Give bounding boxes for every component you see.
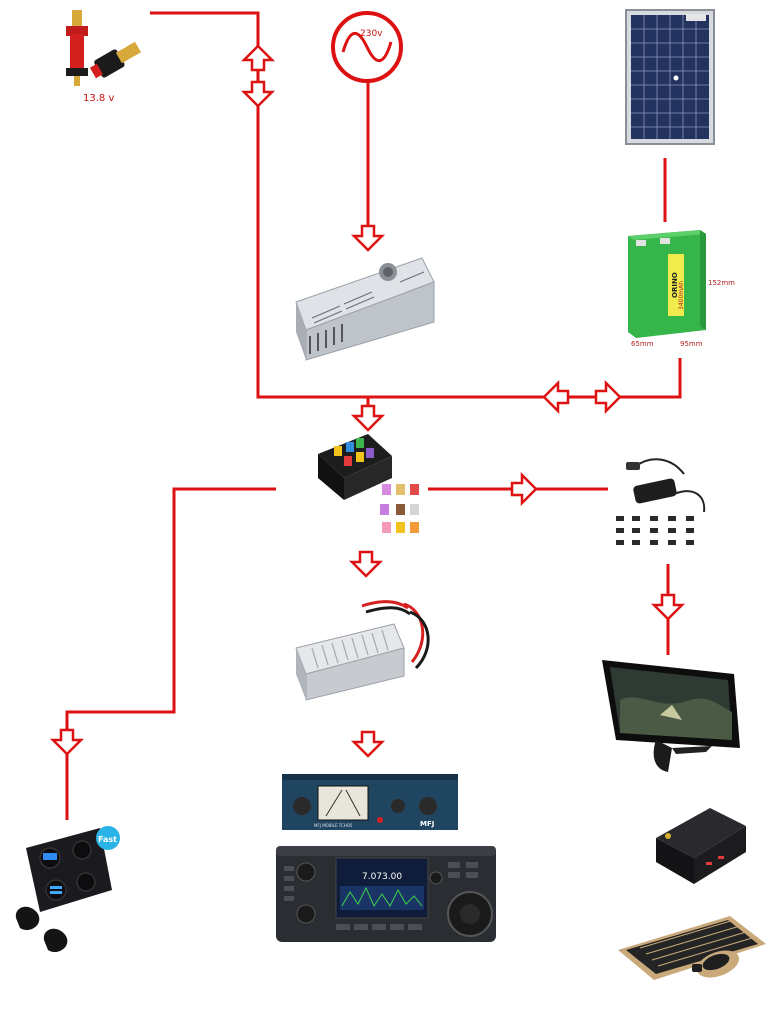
binding-post-terminals: 13.8 v — [66, 10, 141, 104]
arrows — [49, 44, 686, 758]
usb-socket-panel: Fast — [15, 826, 120, 953]
arrow-down-icon — [348, 550, 384, 578]
dc-dc-converter — [295, 600, 430, 701]
wires — [65, 11, 682, 820]
keyboard-and-mouse — [618, 916, 766, 980]
battery-brand-label: ORINO — [671, 272, 679, 298]
car-laptop-adapter — [616, 458, 706, 545]
tuner-name-label: MFJ MOBILE TCHO5 — [314, 823, 353, 828]
battery-width-label: 95mm — [680, 340, 703, 348]
arrow-right-icon — [594, 379, 622, 415]
arrow-down-icon — [650, 593, 686, 621]
lithium-battery-pack: ORINO 3400mAh 152mm 65mm 95mm — [628, 230, 735, 348]
wire-fusebox-to-usb-panel — [65, 487, 276, 730]
wire-terminal-to-bus — [150, 11, 682, 399]
battery-height-label: 152mm — [708, 279, 735, 287]
arrow-down-icon — [240, 80, 276, 108]
blade-fuse-box — [318, 434, 419, 533]
antenna-tuner: MFJ MOBILE TCHO5 MFJ — [282, 774, 458, 830]
arrow-down-icon — [350, 224, 386, 252]
battery-capacity-label: 3400mAh — [678, 281, 685, 310]
hf-transceiver: 7.073.00 — [276, 846, 496, 942]
solar-panel — [625, 9, 715, 145]
radio-frequency-display: 7.073.00 — [362, 872, 402, 882]
arrow-down-icon — [350, 404, 386, 432]
usb-badge-label: Fast — [98, 835, 117, 844]
mains-ac-source: 230v — [331, 11, 403, 83]
arrow-right-icon — [510, 471, 538, 507]
tuner-logo-label: MFJ — [420, 820, 434, 828]
arrow-up-icon — [240, 44, 276, 72]
ac-sine-icon — [341, 31, 393, 63]
terminal-voltage-label: 13.8 v — [83, 93, 114, 104]
battery-depth-label: 65mm — [631, 340, 654, 348]
arrow-down-icon — [350, 730, 386, 758]
mini-pc — [656, 808, 746, 884]
arrow-down-icon — [49, 728, 85, 756]
portable-monitor — [602, 660, 740, 772]
switching-power-supply — [295, 257, 435, 361]
arrow-left-icon — [542, 379, 570, 415]
mains-voltage-label: 230v — [360, 29, 383, 39]
